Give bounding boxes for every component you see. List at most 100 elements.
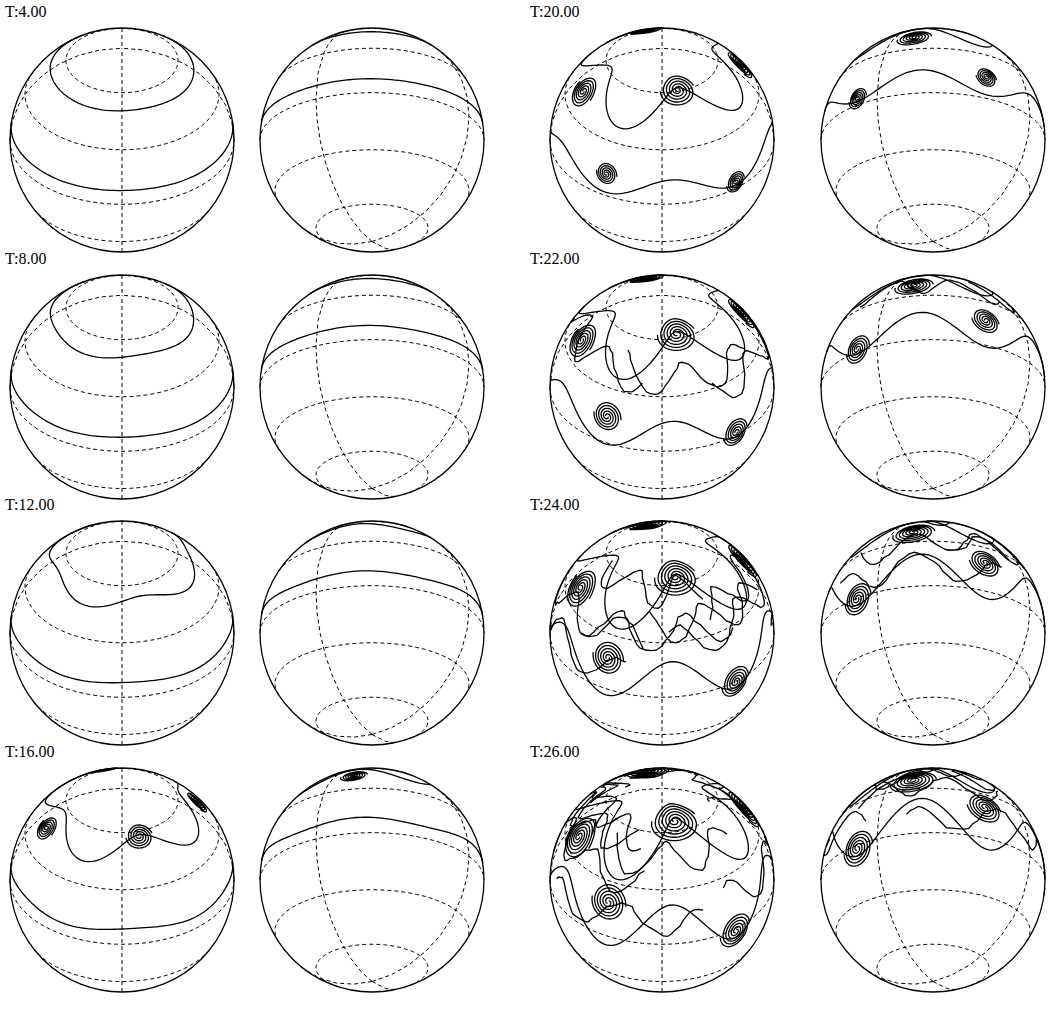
vorticity-contour bbox=[576, 768, 749, 880]
vorticity-contour bbox=[846, 336, 869, 363]
vorticity-contour bbox=[572, 78, 595, 106]
graticule bbox=[821, 768, 1045, 989]
graticule bbox=[260, 768, 484, 989]
vorticity-contour bbox=[568, 571, 595, 606]
north-view bbox=[10, 275, 234, 499]
vorticity-contour bbox=[11, 861, 233, 929]
vorticity-contour bbox=[845, 584, 871, 615]
vorticity-contour bbox=[310, 278, 432, 293]
graticule bbox=[821, 28, 1045, 249]
sphere-pair bbox=[550, 521, 1045, 745]
north-view bbox=[10, 768, 234, 992]
sphere-pair bbox=[550, 275, 1045, 499]
sphere-pair bbox=[550, 28, 1045, 252]
vorticity-contour bbox=[825, 70, 1044, 127]
graticule bbox=[10, 28, 234, 252]
vorticity-contour bbox=[829, 554, 1045, 627]
vorticity-contour bbox=[312, 32, 432, 46]
vorticity-contour bbox=[126, 825, 152, 848]
time-label: T:24.00 bbox=[530, 496, 579, 514]
vorticity-contour bbox=[594, 403, 621, 430]
vorticity-contour bbox=[824, 768, 1039, 855]
sphere-pair bbox=[10, 275, 484, 499]
sphere-outline bbox=[550, 521, 774, 745]
vorticity-contour bbox=[652, 804, 697, 841]
vorticity-contour bbox=[722, 667, 748, 697]
vorticity-contour bbox=[728, 53, 751, 78]
north-view bbox=[10, 28, 234, 252]
sphere-outline bbox=[260, 768, 484, 992]
sphere-outline bbox=[10, 521, 234, 745]
vorticity-contour bbox=[655, 561, 696, 595]
vorticity-contour bbox=[720, 914, 749, 947]
sphere-outline bbox=[821, 28, 1045, 252]
sphere-pair bbox=[10, 521, 484, 745]
vorticity-contour bbox=[550, 368, 772, 445]
graticule bbox=[10, 521, 234, 745]
vorticity-contour bbox=[550, 121, 772, 194]
time-label: T:22.00 bbox=[530, 250, 579, 268]
graticule bbox=[260, 521, 484, 742]
vorticity-contour bbox=[976, 69, 996, 86]
vorticity-contour bbox=[844, 831, 873, 866]
time-label: T:8.00 bbox=[5, 250, 46, 268]
south-view bbox=[821, 521, 1045, 745]
north-view bbox=[550, 28, 774, 252]
graticule bbox=[10, 275, 234, 499]
sphere-outline bbox=[260, 521, 484, 745]
vorticity-contour bbox=[897, 32, 931, 45]
graticule bbox=[10, 768, 234, 992]
sphere-outline bbox=[260, 275, 484, 499]
vorticity-contour bbox=[11, 368, 233, 437]
sphere-pair bbox=[550, 768, 1045, 992]
graticule bbox=[260, 275, 484, 496]
vorticity-contour bbox=[572, 315, 769, 398]
vorticity-contour bbox=[554, 768, 769, 936]
graticule bbox=[821, 275, 1045, 496]
vorticity-contour bbox=[729, 300, 754, 328]
graticule bbox=[260, 28, 484, 249]
sphere-pair bbox=[10, 768, 484, 992]
sphere-outline bbox=[821, 521, 1045, 745]
sphere-outline bbox=[10, 768, 234, 992]
vorticity-contour bbox=[727, 172, 745, 192]
sphere-outline bbox=[260, 28, 484, 252]
vorticity-contour bbox=[570, 325, 595, 356]
vorticity-contour bbox=[550, 535, 773, 673]
vorticity-contour bbox=[305, 524, 431, 544]
vorticity-contour bbox=[724, 419, 747, 446]
vorticity-contour bbox=[860, 280, 1014, 312]
south-view bbox=[260, 28, 484, 252]
vorticity-contour bbox=[840, 522, 1024, 588]
sphere-outline bbox=[10, 275, 234, 499]
graticule bbox=[821, 521, 1045, 742]
vorticity-contour bbox=[831, 798, 1045, 878]
vorticity-contour bbox=[37, 818, 56, 839]
vorticity-contour bbox=[262, 817, 483, 863]
south-view bbox=[821, 28, 1045, 252]
time-label: T:26.00 bbox=[530, 743, 579, 761]
sphere-outline bbox=[550, 275, 774, 499]
sphere-outline bbox=[10, 28, 234, 252]
south-view bbox=[260, 768, 484, 992]
north-view bbox=[10, 521, 234, 745]
vorticity-contour bbox=[660, 76, 693, 105]
vorticity-contour bbox=[597, 164, 617, 184]
vorticity-contour bbox=[261, 79, 482, 123]
north-view bbox=[550, 521, 774, 745]
vorticity-contour bbox=[261, 325, 482, 370]
vorticity-contour bbox=[849, 89, 866, 109]
south-view bbox=[821, 768, 1045, 992]
sphere-outline bbox=[550, 28, 774, 252]
sphere-outline bbox=[821, 275, 1045, 499]
vorticity-contour bbox=[50, 35, 194, 111]
sphere-outline bbox=[550, 768, 774, 992]
north-view bbox=[550, 768, 774, 992]
time-label: T:16.00 bbox=[5, 743, 54, 761]
vorticity-contour bbox=[11, 121, 233, 191]
graticule bbox=[550, 768, 774, 992]
vorticity-contour bbox=[658, 319, 695, 351]
sphere-outline bbox=[821, 768, 1045, 992]
vorticity-contour bbox=[262, 571, 483, 616]
vorticity-contour bbox=[972, 310, 999, 332]
